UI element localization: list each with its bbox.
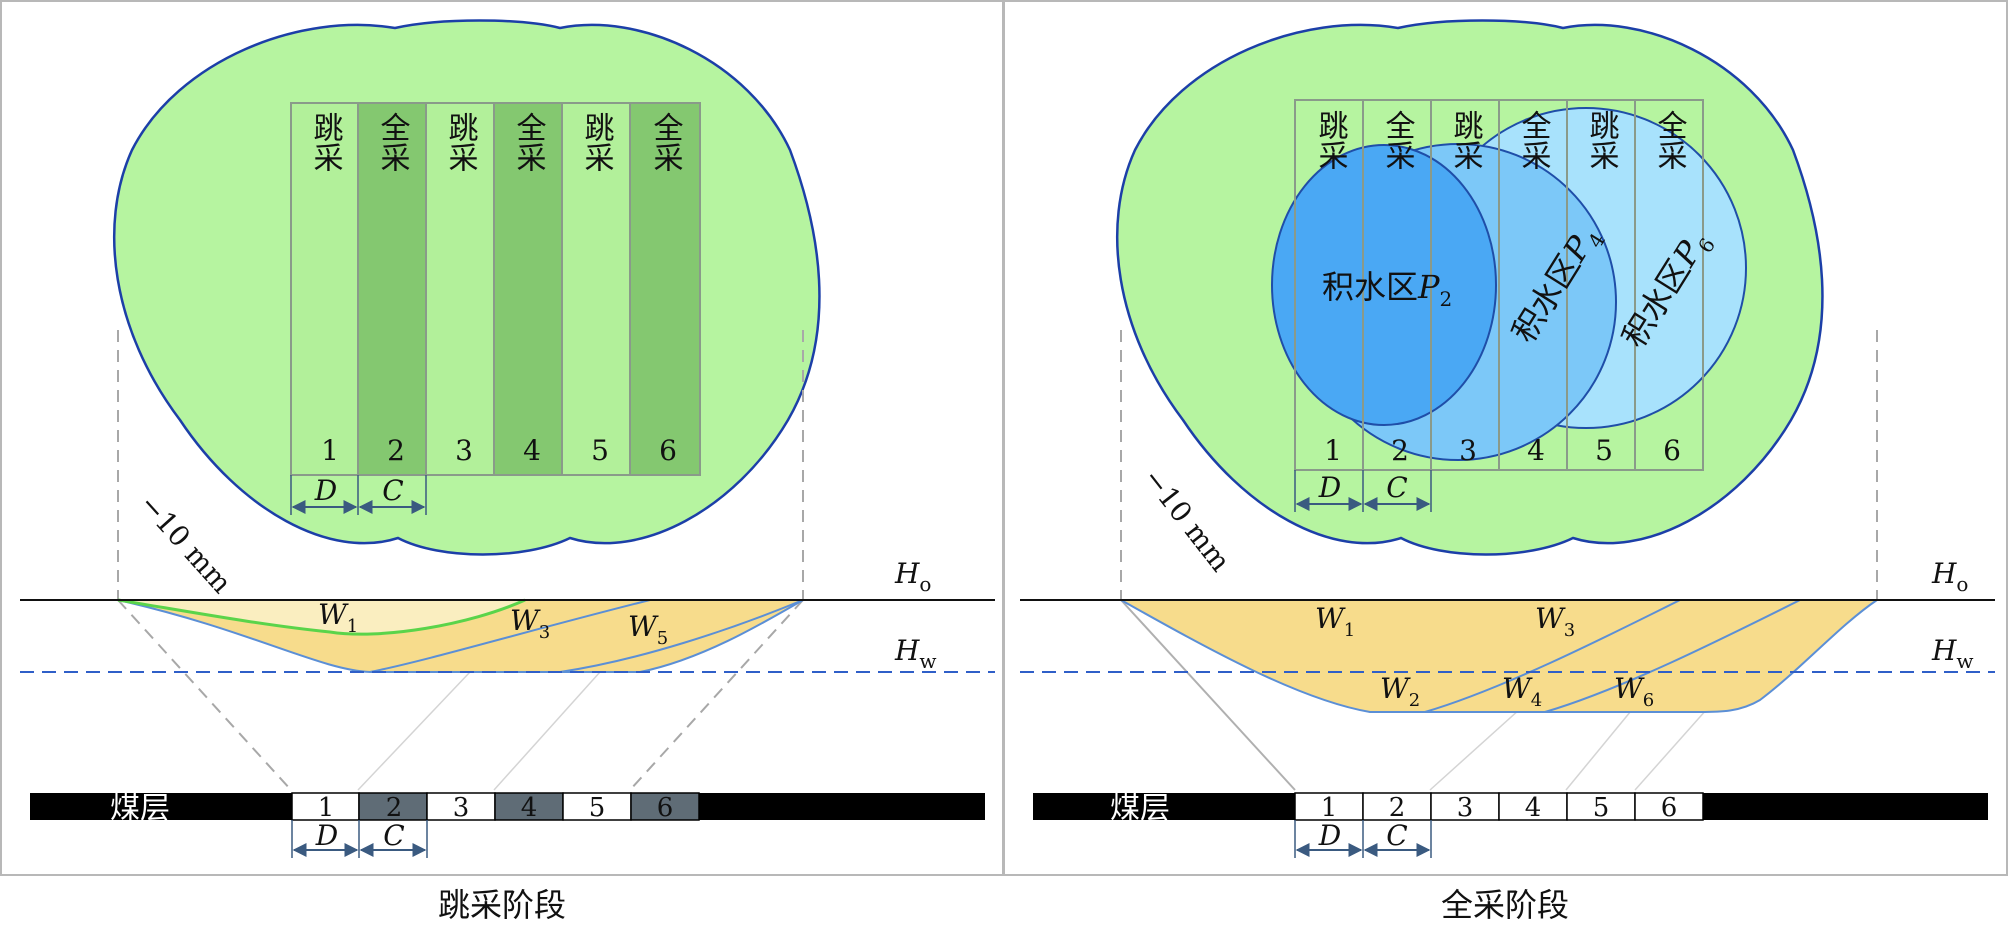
right-panel-number-2: 2	[1391, 434, 1409, 467]
right-water-label-p2: 积水区P2	[1322, 268, 1452, 311]
left-contour-label: −10 mm	[133, 488, 239, 600]
left-panel-number-3: 3	[455, 434, 473, 467]
right-hw-label: Hw	[1931, 634, 1974, 673]
right-panel-number-5: 5	[1595, 434, 1613, 467]
left-panel-label-5: 跳采	[579, 112, 614, 172]
left-dimension-upper: D C	[290, 474, 427, 515]
left-panel-5	[561, 102, 631, 476]
left-w1-label: W1	[318, 598, 358, 637]
left-panel-label-1: 跳采	[308, 112, 343, 172]
right-blue-curve-a	[1424, 599, 1681, 713]
left-diagram: 跳采 全采 跳采 全采 跳采 全采 1 2 3 4 5 6 D C −10 mm	[20, 19, 995, 924]
left-caption: 跳采阶段	[438, 886, 566, 924]
left-dim-c: C	[382, 474, 403, 507]
right-panel-label-2: 全采	[1380, 110, 1416, 170]
right-panel-number-1: 1	[1324, 434, 1342, 467]
right-panel-number-4: 4	[1527, 434, 1545, 467]
right-w3-label: W3	[1535, 602, 1575, 641]
right-contour-label: −10 mm	[1136, 462, 1237, 578]
right-water-p2	[1271, 144, 1497, 426]
right-seam-number-2: 2	[1389, 793, 1406, 823]
right-dimension-upper: D C	[1294, 470, 1432, 512]
right-panel-label-1: 跳采	[1313, 110, 1348, 170]
right-w6-label: W6	[1614, 672, 1654, 711]
right-panel-label-6: 全采	[1652, 110, 1688, 170]
left-blue-curve-3	[369, 599, 651, 673]
left-seam-number-2: 2	[386, 793, 403, 823]
right-w1-label: W1	[1315, 602, 1355, 641]
right-diagram: 跳采 全采 跳采 全采 跳采 全采 1 2 3 4 5 6 积水区P2 积水区P…	[1020, 19, 1995, 924]
right-dim-d: D	[1318, 471, 1341, 504]
left-panel-number-5: 5	[591, 434, 609, 467]
left-seam-number-4: 4	[521, 793, 538, 823]
left-hw-label: Hw	[894, 634, 937, 673]
right-panel-label-3: 跳采	[1448, 110, 1483, 170]
left-panel-2	[357, 102, 427, 476]
left-panel-6	[629, 102, 701, 476]
right-ho-label: Ho	[1931, 557, 1968, 596]
right-projection-lines	[1120, 330, 1878, 791]
right-panels	[1294, 99, 1704, 471]
left-w3-label: W3	[510, 604, 550, 643]
right-seam-number-3: 3	[1457, 793, 1474, 823]
right-w2-label: W2	[1380, 672, 1420, 711]
right-seam-number-5: 5	[1593, 793, 1610, 823]
left-seam-panels	[291, 792, 700, 821]
left-panel-label-6: 全采	[648, 112, 684, 172]
right-frame	[1003, 0, 2008, 876]
left-seam-number-5: 5	[589, 793, 606, 823]
left-blue-curve-5	[559, 599, 804, 673]
left-ho-label: Ho	[894, 557, 931, 596]
left-panel-1	[290, 102, 359, 476]
right-seam-label: 煤层	[1110, 791, 1170, 826]
right-panel-label-4: 全采	[1516, 110, 1552, 170]
left-w1-region	[118, 600, 525, 635]
right-seam-number-4: 4	[1525, 793, 1542, 823]
right-dimension-lower: D C	[1294, 819, 1432, 858]
left-panel-number-1: 1	[321, 434, 339, 467]
left-panels	[290, 102, 701, 476]
right-seam-number-1: 1	[1321, 793, 1338, 823]
right-dim-c-lower: C	[1386, 819, 1407, 852]
right-caption: 全采阶段	[1441, 886, 1569, 924]
left-panel-label-4: 全采	[511, 112, 547, 172]
left-w5-label: W5	[628, 610, 668, 649]
right-panel-number-6: 6	[1663, 434, 1681, 467]
right-dim-c: C	[1386, 471, 1407, 504]
left-panel-label-3: 跳采	[443, 112, 478, 172]
right-w4-label: W4	[1502, 672, 1542, 711]
right-seam-panels	[1294, 792, 1704, 821]
right-trough	[1117, 599, 1881, 713]
left-dimension-lower: D C	[291, 819, 428, 858]
left-seam-number-1: 1	[318, 793, 335, 823]
right-panel-label-5: 跳采	[1584, 110, 1619, 170]
left-dim-c-lower: C	[383, 819, 404, 852]
left-panel-label-2: 全采	[375, 112, 411, 172]
right-panel-number-3: 3	[1459, 434, 1477, 467]
left-green-curve	[117, 598, 526, 636]
left-dim-d: D	[314, 474, 337, 507]
left-panel-number-6: 6	[659, 434, 677, 467]
right-seam-number-6: 6	[1661, 793, 1678, 823]
left-seam-number-6: 6	[657, 793, 674, 823]
left-panel-number-4: 4	[523, 434, 541, 467]
left-projection-lines	[117, 330, 804, 791]
left-seam-number-3: 3	[453, 793, 470, 823]
left-panel-number-2: 2	[387, 434, 405, 467]
left-dim-d-lower: D	[315, 819, 338, 852]
left-seam-label: 煤层	[110, 791, 170, 826]
right-dim-d-lower: D	[1318, 819, 1341, 852]
right-blue-curve-b	[1544, 599, 1801, 713]
